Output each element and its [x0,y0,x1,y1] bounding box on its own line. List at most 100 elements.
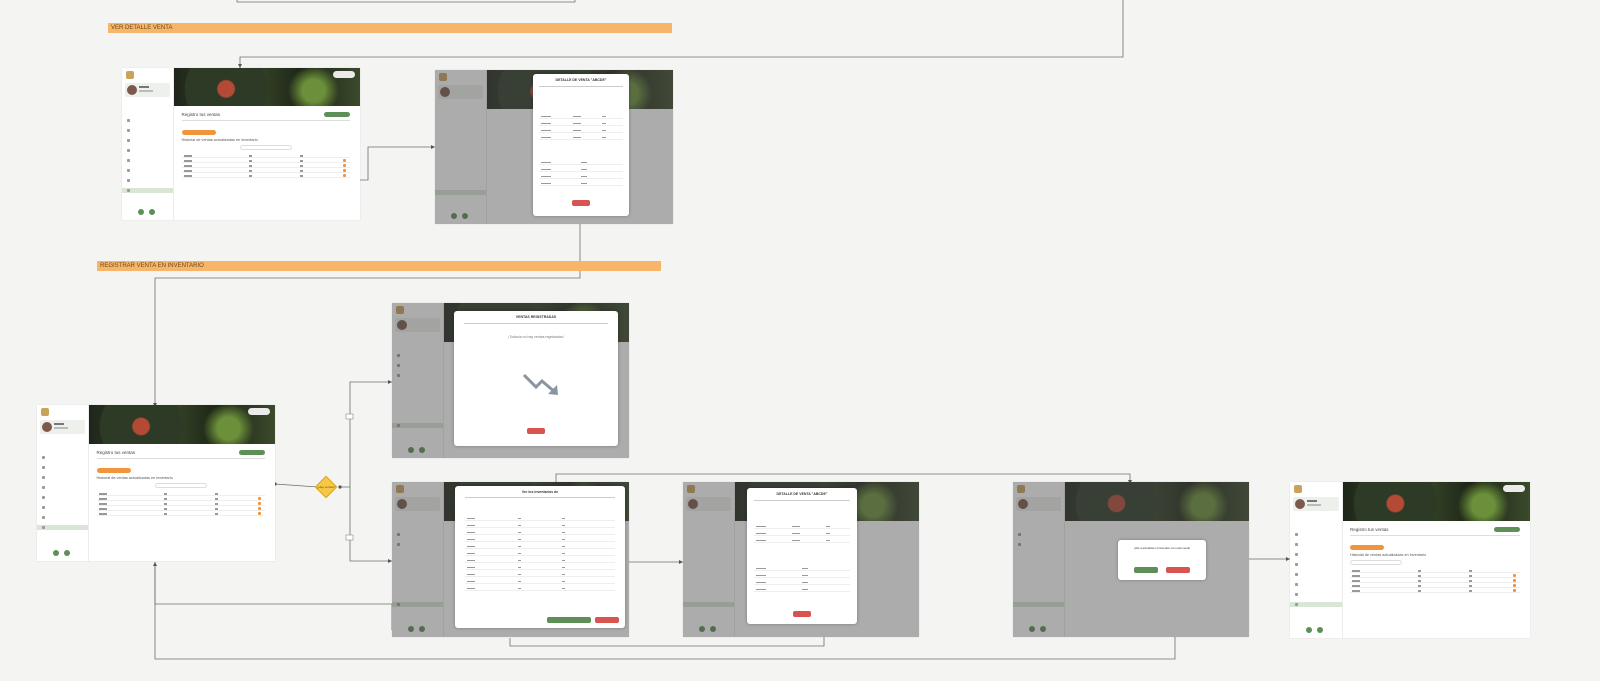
close-button[interactable] [527,428,545,434]
table-row[interactable] [96,501,266,507]
table-row[interactable] [1350,573,1521,579]
table-row[interactable] [96,491,266,497]
sidebar-item[interactable] [397,353,440,358]
register-button[interactable] [1350,545,1384,551]
sidebar-item[interactable] [127,158,170,163]
footer-icon[interactable] [408,447,414,453]
footer-icon[interactable] [419,626,425,632]
sidebar-item[interactable] [127,128,170,133]
footer-icon[interactable] [1317,627,1323,633]
new-sale-button[interactable] [239,450,266,456]
profile-card[interactable] [1293,497,1339,511]
sidebar-item[interactable] [127,118,170,123]
sidebar-item[interactable] [1295,592,1339,597]
footer-icon[interactable] [462,213,468,219]
table-row[interactable] [181,168,351,174]
table-row[interactable] [465,544,615,549]
close-button[interactable] [793,611,811,617]
sidebar-item-active[interactable] [435,190,487,195]
search-input[interactable] [239,145,292,151]
sidebar-item[interactable] [397,532,440,537]
sidebar-item[interactable] [397,363,440,368]
register-button[interactable] [181,130,216,136]
footer-icon[interactable] [710,626,716,632]
table-row[interactable] [181,153,351,159]
sidebar-item[interactable] [42,465,85,470]
table-row[interactable] [96,496,266,502]
sidebar-item[interactable] [1295,552,1339,557]
footer-icon[interactable] [138,209,144,215]
cancel-button[interactable] [1166,567,1190,573]
sidebar-item[interactable] [42,485,85,490]
sidebar-item[interactable] [1295,582,1339,587]
table-row[interactable] [1350,568,1521,574]
sidebar-item[interactable] [1295,532,1339,537]
sidebar-item[interactable] [42,455,85,460]
footer-icon[interactable] [451,213,457,219]
table-row[interactable] [465,572,615,577]
table-row[interactable] [465,530,615,535]
sidebar-item-active[interactable] [392,423,444,428]
new-sale-button[interactable] [1494,527,1521,533]
footer-icon[interactable] [408,626,414,632]
sidebar-item-active[interactable] [122,188,174,193]
sidebar-item[interactable] [127,168,170,173]
table-row[interactable] [181,163,351,169]
table-row[interactable] [465,579,615,584]
table-row[interactable] [465,586,615,591]
footer-icon[interactable] [419,447,425,453]
sidebar-item-active[interactable] [37,525,89,530]
table-row[interactable] [465,523,615,528]
update-inventory-button[interactable] [547,617,591,623]
sidebar-item[interactable] [1295,562,1339,567]
sidebar-item[interactable] [1295,572,1339,577]
sidebar-item[interactable] [1018,542,1061,547]
sidebar-item-active[interactable] [392,602,444,607]
sidebar-item[interactable] [127,138,170,143]
table-row[interactable] [96,511,266,517]
sidebar-item[interactable] [397,542,440,547]
cancel-button[interactable] [595,617,619,623]
footer-icon[interactable] [64,550,70,556]
table-row[interactable] [1350,578,1521,584]
table-row[interactable] [465,537,615,542]
profile-card[interactable] [40,420,86,434]
footer-icon[interactable] [53,550,59,556]
search-input[interactable] [1350,560,1402,566]
table-row[interactable] [181,158,351,164]
sidebar-item-active[interactable] [1013,602,1064,607]
sidebar-item[interactable] [1018,532,1061,537]
register-button[interactable] [96,468,131,474]
sidebar-item[interactable] [397,373,440,378]
table-row[interactable] [1350,588,1521,594]
user-chip[interactable] [248,408,270,415]
table-row[interactable] [96,506,266,512]
sidebar-item[interactable] [42,515,85,520]
sidebar-item[interactable] [1295,542,1339,547]
table-row[interactable] [465,551,615,556]
sidebar-item-active[interactable] [683,602,734,607]
footer-icon[interactable] [699,626,705,632]
table-row[interactable] [181,173,351,179]
sidebar-item[interactable] [42,505,85,510]
sidebar-item-active[interactable] [1290,602,1342,607]
profile-card[interactable] [686,497,731,511]
footer-icon[interactable] [1040,626,1046,632]
profile-card[interactable] [395,318,441,332]
user-chip[interactable] [1503,485,1525,492]
footer-icon[interactable] [1306,627,1312,633]
sidebar-item[interactable] [127,178,170,183]
profile-card[interactable] [1016,497,1061,511]
search-input[interactable] [154,483,207,489]
sidebar-item[interactable] [42,495,85,500]
profile-card[interactable] [125,83,171,97]
table-row[interactable] [465,558,615,563]
profile-card[interactable] [395,497,441,511]
profile-card[interactable] [438,85,484,99]
new-sale-button[interactable] [324,112,351,118]
close-button[interactable] [572,200,590,206]
table-row[interactable] [1350,583,1521,589]
footer-icon[interactable] [149,209,155,215]
table-row[interactable] [465,516,615,521]
table-row[interactable] [465,565,615,570]
